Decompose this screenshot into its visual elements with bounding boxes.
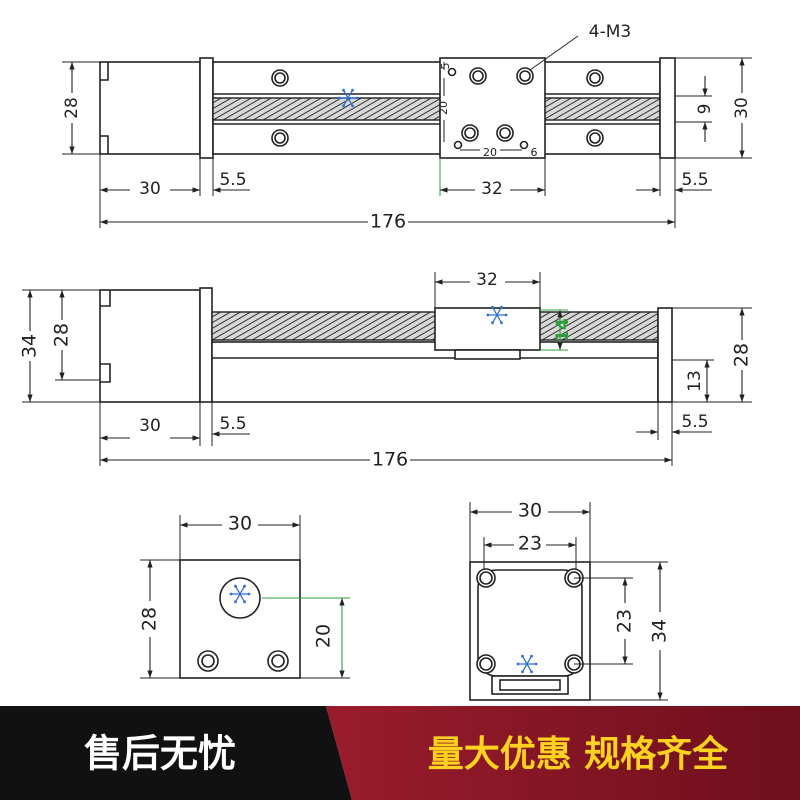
dim-carriage-height: 14 xyxy=(553,318,573,342)
motor-notch xyxy=(100,290,111,383)
dim-width: 30 xyxy=(228,513,252,535)
dim-carriage-length: 32 xyxy=(476,270,498,290)
dim-hole-edge: 5 xyxy=(439,63,452,70)
right-end-plate xyxy=(659,57,676,159)
dim-total-height: 34 xyxy=(19,334,41,358)
left-end-plate xyxy=(199,57,214,159)
dim-plate-height: 28 xyxy=(731,343,753,367)
carriage-foot xyxy=(454,349,521,360)
dim-motor-height: 28 xyxy=(51,323,73,347)
dim-hole-pitch-h: 23 xyxy=(518,533,542,555)
dim-motor-length: 30 xyxy=(139,416,161,436)
shaft-boss xyxy=(219,577,261,619)
dim-left-plate: 5.5 xyxy=(219,170,246,190)
motor-body xyxy=(99,289,201,403)
motor-body xyxy=(99,61,201,155)
carriage-hole xyxy=(447,67,534,150)
dim-shaft-height: 20 xyxy=(313,624,335,648)
dim-hole-edge-side: 6 xyxy=(531,146,538,159)
plate-end-view: 30 23 23 34 xyxy=(469,500,671,701)
dim-height: 34 xyxy=(649,619,671,643)
side-view: 34 28 32 14 28 13 30 5.5 xyxy=(19,270,753,471)
banner-right-panel xyxy=(326,706,800,800)
dim-motor-length: 30 xyxy=(139,179,161,199)
hole-callout: 4-M3 xyxy=(589,22,631,42)
banner-left-panel xyxy=(0,706,352,800)
motor-notch xyxy=(100,62,109,154)
mount-hole xyxy=(197,650,289,672)
callout-leader xyxy=(529,35,579,71)
banner-after-sales-text: 售后无忧 xyxy=(84,732,236,776)
dim-hole-pitch-v: 20 xyxy=(437,101,450,115)
right-end-plate xyxy=(657,307,673,403)
promo-banner: 售后无忧 量大优惠 规格齐全 xyxy=(0,706,800,800)
bottom-slot xyxy=(491,675,569,695)
dim-hole-pitch-v: 23 xyxy=(614,609,636,633)
dim-total-length: 176 xyxy=(372,449,408,471)
dim-width: 30 xyxy=(518,500,542,522)
top-view: 4-M3 5 20 20 6 28 30 9 xyxy=(62,22,752,233)
left-end-plate xyxy=(199,287,213,403)
rail-hole xyxy=(271,69,604,147)
dim-motor-height: 28 xyxy=(62,97,82,119)
dim-screw-band: 9 xyxy=(695,104,715,115)
dim-total-height: 30 xyxy=(732,97,752,119)
dim-right-plate: 5.5 xyxy=(681,170,708,190)
dim-base-height: 13 xyxy=(685,370,705,392)
dim-right-plate: 5.5 xyxy=(681,412,708,432)
dim-height: 28 xyxy=(139,607,161,631)
banner-promo-text: 量大优惠 规格齐全 xyxy=(428,733,730,775)
dim-carriage-length: 32 xyxy=(481,179,503,199)
corner-hole xyxy=(476,568,584,674)
dim-left-plate: 5.5 xyxy=(219,414,246,434)
dim-total-length: 176 xyxy=(370,211,406,233)
base-rail xyxy=(211,341,659,403)
motor-end-view: 30 28 20 xyxy=(139,513,350,679)
dim-hole-pitch-h: 20 xyxy=(483,146,497,159)
